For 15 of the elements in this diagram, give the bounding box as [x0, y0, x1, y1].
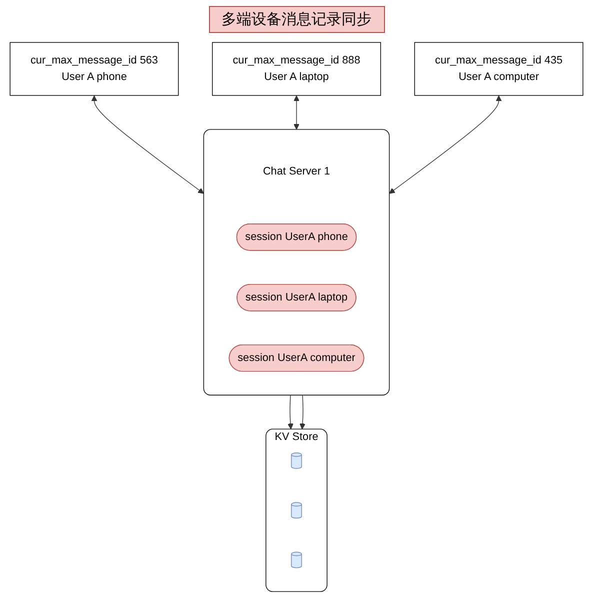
arrow — [288, 394, 294, 430]
arrow — [91, 95, 204, 194]
cluster — [203, 129, 390, 396]
node-text: Chat Server 1 — [262, 165, 330, 177]
arrow — [294, 95, 300, 130]
arrow — [300, 394, 306, 430]
node-box: cur_max_message_id 435 User A computer — [414, 42, 584, 96]
node-cylinder — [291, 502, 302, 518]
node-cylinder — [291, 552, 302, 568]
node-cylinder — [291, 452, 302, 469]
diagram-title: 多端设备消息记录同步 — [208, 6, 384, 33]
arrow — [389, 95, 502, 194]
node-box: cur_max_message_id 888 User A laptop — [212, 42, 381, 96]
node-box: cur_max_message_id 563 User A phone — [10, 42, 179, 96]
cluster: KV Store — [266, 428, 328, 592]
